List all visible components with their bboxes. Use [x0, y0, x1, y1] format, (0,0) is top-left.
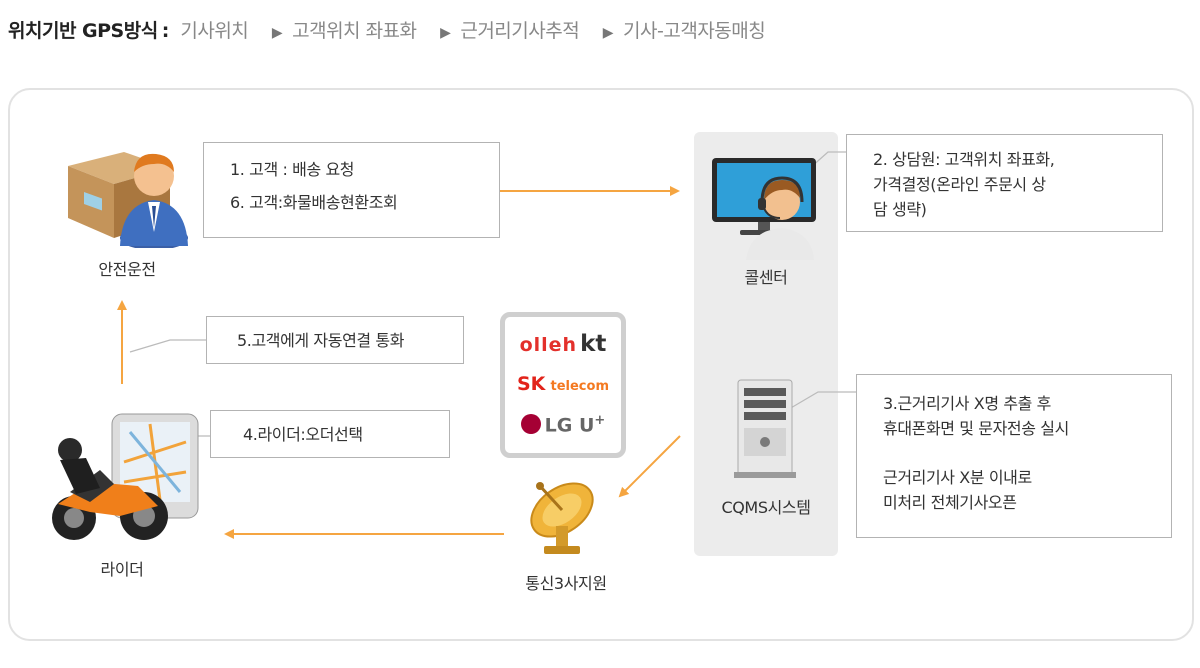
call-center-agent-icon	[712, 158, 816, 260]
agent-box: 2. 상담원: 고객위치 좌표화, 가격결정(온라인 주문시 상 담 생략)	[846, 134, 1163, 232]
sk-logo-telecom: telecom	[550, 379, 610, 394]
lg-logo-text: LG U	[544, 414, 595, 437]
rider-select-box: 4.라이더:오더선택	[210, 410, 450, 458]
auto-call-text: 5.고객에게 자동연결 통화	[237, 331, 405, 350]
arrow-cqms-to-telecom	[618, 435, 681, 498]
node-label-cqms: CQMS시스템	[721, 498, 811, 517]
page-header: 위치기반 GPS방식: 기사위치 ▶ 고객위치 좌표화 ▶ 근거리기사추적 ▶ 기사-…	[8, 16, 766, 43]
header-step-2: 고객위치 좌표화	[292, 20, 417, 42]
customer-request-line-1: 1. 고객 : 배송 요청	[230, 160, 355, 179]
header-arrow-3: ▶	[602, 25, 614, 41]
leader-cqms	[783, 391, 858, 413]
leader-autocall	[129, 339, 206, 353]
kt-logo-kt: kt	[580, 331, 607, 357]
cqms-box: 3.근거리기사 X명 추출 후 휴대폰화면 및 문자전송 실시 근거리기사 X분…	[856, 374, 1172, 538]
sk-telecom-logo: SK telecom	[505, 373, 621, 395]
rider-select-text: 4.라이더:오더선택	[243, 425, 363, 444]
satellite-dish-icon	[530, 482, 594, 554]
header-separator: :	[161, 20, 170, 42]
agent-line-2: 가격결정(온라인 주문시 상	[873, 175, 1046, 194]
sk-logo-sk: SK	[516, 373, 546, 395]
header-lead: 위치기반 GPS방식	[8, 20, 158, 42]
node-label-telecom: 통신3사지원	[525, 574, 607, 593]
header-arrow-2: ▶	[440, 25, 451, 41]
cqms-line-4: 미처리 전체기사오픈	[883, 493, 1017, 512]
customer-request-box: 1. 고객 : 배송 요청 6. 고객:화물배송현환조회	[203, 142, 500, 238]
header-step-4: 기사-고객자동매칭	[623, 20, 766, 42]
agent-line-1: 2. 상담원: 고객위치 좌표화,	[873, 150, 1055, 169]
kt-logo-olleh: olleh	[519, 334, 578, 356]
motorcycle-rider-icon	[52, 413, 199, 540]
header-step-1: 기사위치	[180, 20, 249, 42]
lg-uplus-logo: LG U+	[505, 413, 621, 436]
agent-line-3: 담 생략)	[873, 200, 927, 219]
cqms-line-3: 근거리기사 X분 이내로	[883, 468, 1032, 487]
cqms-line-2: 휴대폰화면 및 문자전송 실시	[883, 419, 1069, 438]
auto-call-box: 5.고객에게 자동연결 통화	[206, 316, 464, 364]
customer-request-line-2: 6. 고객:화물배송현환조회	[230, 193, 398, 212]
lg-logo-circle-icon	[520, 414, 541, 435]
cqms-line-1: 3.근거리기사 X명 추출 후	[883, 394, 1051, 413]
header-step-3: 근거리기사추적	[460, 20, 580, 42]
server-icon	[734, 379, 796, 478]
node-label-rider: 라이더	[100, 560, 144, 579]
lg-logo-plus: +	[594, 413, 606, 428]
header-arrow-1: ▶	[271, 25, 283, 41]
node-label-callcenter: 콜센터	[744, 268, 788, 287]
courier-box-icon	[68, 152, 188, 248]
node-label-customer: 안전운전	[98, 260, 156, 279]
